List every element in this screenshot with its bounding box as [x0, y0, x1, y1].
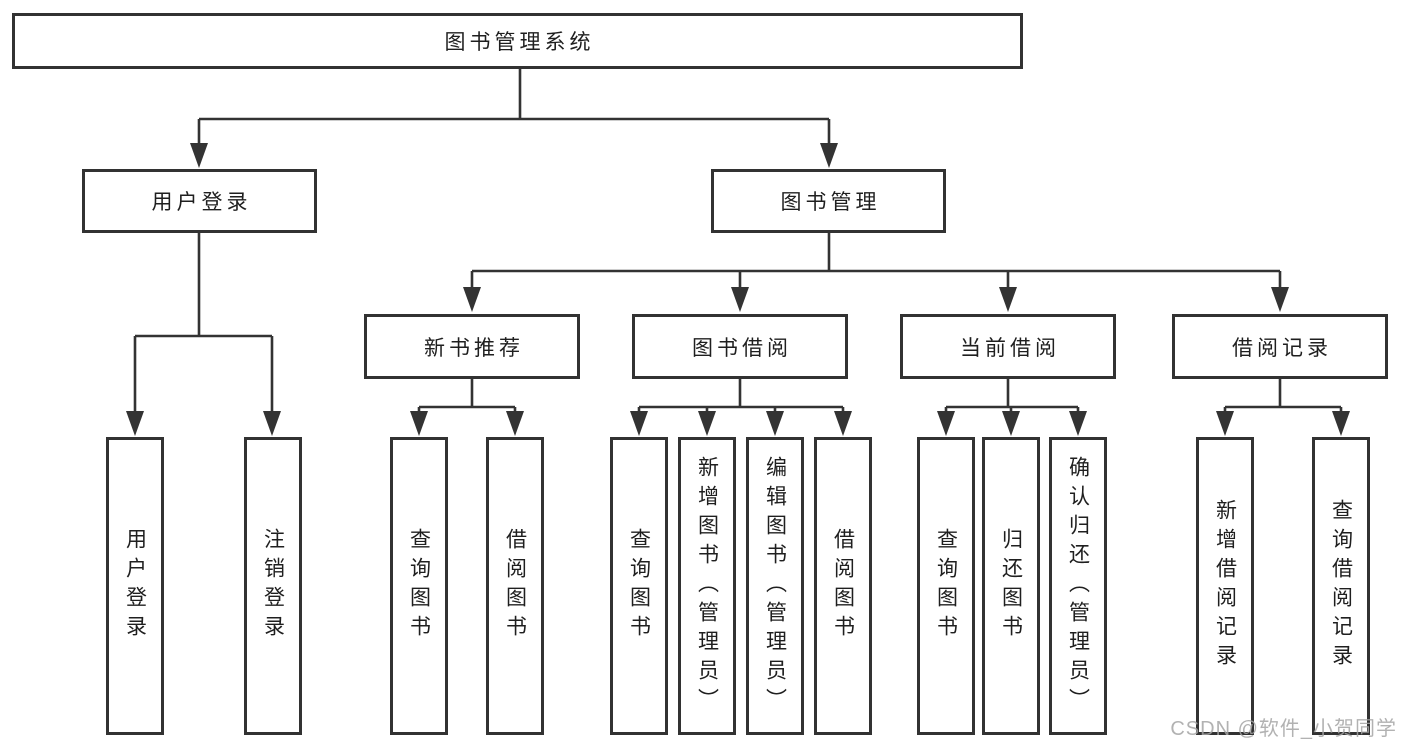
leaf-query-borrow-record: 查询借阅记录	[1312, 437, 1370, 735]
arrowhead	[463, 287, 481, 312]
node-book-management: 图书管理	[711, 169, 946, 233]
node-root: 图书管理系统	[12, 13, 1023, 69]
node-borrow-records: 借阅记录	[1172, 314, 1388, 379]
node-new-book-recommend: 新书推荐	[364, 314, 580, 379]
connector-current-borrow-to-leaves	[944, 379, 1080, 414]
leaf-borrow-books: 借阅图书	[814, 437, 872, 735]
arrowhead	[937, 411, 955, 436]
connector-user-login-to-leaves	[133, 233, 274, 414]
leaf-confirm-return-admin: 确认归还（管理员）	[1049, 437, 1107, 735]
leaf-query-books-current: 查询图书	[917, 437, 975, 735]
leaf-user-login: 用户登录	[106, 437, 164, 735]
arrowhead	[410, 411, 428, 436]
arrowhead	[1069, 411, 1087, 436]
leaf-logout: 注销登录	[244, 437, 302, 735]
arrowhead	[999, 287, 1017, 312]
arrowhead	[731, 287, 749, 312]
arrowhead	[1216, 411, 1234, 436]
leaf-borrow-books-recommend: 借阅图书	[486, 437, 544, 735]
leaf-edit-books-admin: 编辑图书（管理员）	[746, 437, 804, 735]
arrowhead	[698, 411, 716, 436]
arrowhead	[820, 143, 838, 168]
connector-root-to-level2	[197, 68, 831, 146]
leaf-return-books: 归还图书	[982, 437, 1040, 735]
node-book-borrow: 图书借阅	[632, 314, 848, 379]
arrowhead	[126, 411, 144, 436]
arrowhead	[630, 411, 648, 436]
leaf-query-books-borrow: 查询图书	[610, 437, 668, 735]
arrowhead	[834, 411, 852, 436]
arrowhead	[1002, 411, 1020, 436]
arrowhead	[190, 143, 208, 168]
leaf-add-borrow-record: 新增借阅记录	[1196, 437, 1254, 735]
arrowhead	[263, 411, 281, 436]
leaf-add-books-admin: 新增图书（管理员）	[678, 437, 736, 735]
arrowhead	[1271, 287, 1289, 312]
arrowhead	[1332, 411, 1350, 436]
arrowhead	[766, 411, 784, 436]
leaf-query-books-recommend: 查询图书	[390, 437, 448, 735]
connector-new-book-rec-to-leaves	[417, 379, 517, 414]
connector-book-borrow-to-leaves	[637, 379, 845, 414]
arrowheads	[126, 143, 1350, 436]
connector-book-mgmt-to-level3	[470, 233, 1282, 290]
node-current-borrow: 当前借阅	[900, 314, 1116, 379]
connector-strokes	[133, 68, 1343, 414]
arrowhead	[506, 411, 524, 436]
node-user-login: 用户登录	[82, 169, 317, 233]
connector-borrow-record-to-leaves	[1223, 379, 1343, 414]
